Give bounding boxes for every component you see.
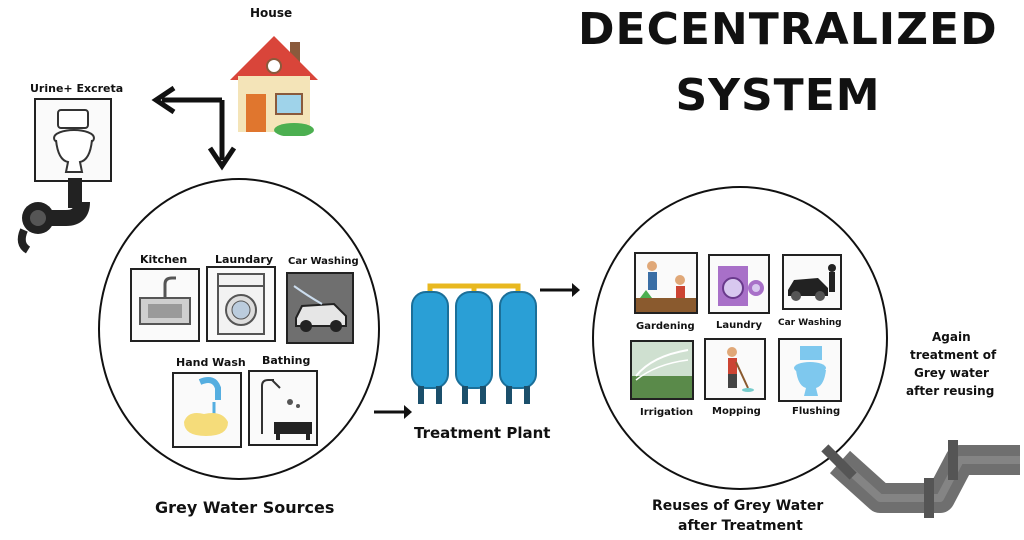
washing-machine-icon <box>206 266 276 342</box>
recycle-pipe-icon <box>820 420 1024 520</box>
reuse-car-washing-icon <box>782 254 842 310</box>
car-washing-icon <box>286 272 354 344</box>
arrow-to-reuses <box>540 283 580 297</box>
drain-pipe-icon <box>10 178 96 258</box>
reuses-label-line-1: Reuses of Grey Water <box>652 498 824 514</box>
mopping-label: Mopping <box>712 406 761 417</box>
mopping-icon <box>704 338 766 400</box>
grey-water-sources-label: Grey Water Sources <box>155 498 335 517</box>
laundry-icon <box>708 254 770 314</box>
bathtub-icon <box>248 370 318 446</box>
flushing-icon <box>778 338 842 402</box>
kitchen-sink-icon <box>130 268 200 342</box>
title-line-1: DECENTRALIZED <box>578 4 998 55</box>
bathing-label: Bathing <box>262 354 311 367</box>
laundary-label: Laundary <box>215 253 273 266</box>
reuses-label-line-2: after Treatment <box>678 518 803 534</box>
hand-wash-label: Hand Wash <box>176 356 246 369</box>
treatment-tanks-icon <box>408 278 540 408</box>
title-line-2: SYSTEM <box>675 70 881 121</box>
gardening-label: Gardening <box>636 321 695 332</box>
grey-water-sources-circle <box>98 178 380 480</box>
reuses-circle <box>592 186 888 490</box>
again-text-line-2: treatment of <box>910 348 997 362</box>
hand-wash-icon <box>172 372 242 448</box>
car-washing-reuse-label: Car Washing <box>778 318 842 328</box>
car-washing-source-label: Car Washing <box>288 256 359 267</box>
irrigation-label: Irrigation <box>640 407 694 418</box>
flushing-label: Flushing <box>792 406 841 417</box>
laundry-label: Laundry <box>716 320 762 331</box>
house-label: House <box>250 6 293 20</box>
treatment-plant-label: Treatment Plant <box>414 424 551 442</box>
again-text-line-3: Grey water <box>914 366 989 380</box>
toilet-icon <box>34 98 112 182</box>
kitchen-label: Kitchen <box>140 253 188 266</box>
irrigation-icon <box>630 340 694 400</box>
house-icon <box>228 30 320 137</box>
again-text-line-1: Again <box>932 330 971 344</box>
house-arrows <box>151 85 237 171</box>
toilet-label: Urine+ Excreta <box>30 82 124 95</box>
arrow-to-plant <box>374 405 412 419</box>
gardening-icon <box>634 252 698 314</box>
again-text-line-4: after reusing <box>906 384 995 398</box>
